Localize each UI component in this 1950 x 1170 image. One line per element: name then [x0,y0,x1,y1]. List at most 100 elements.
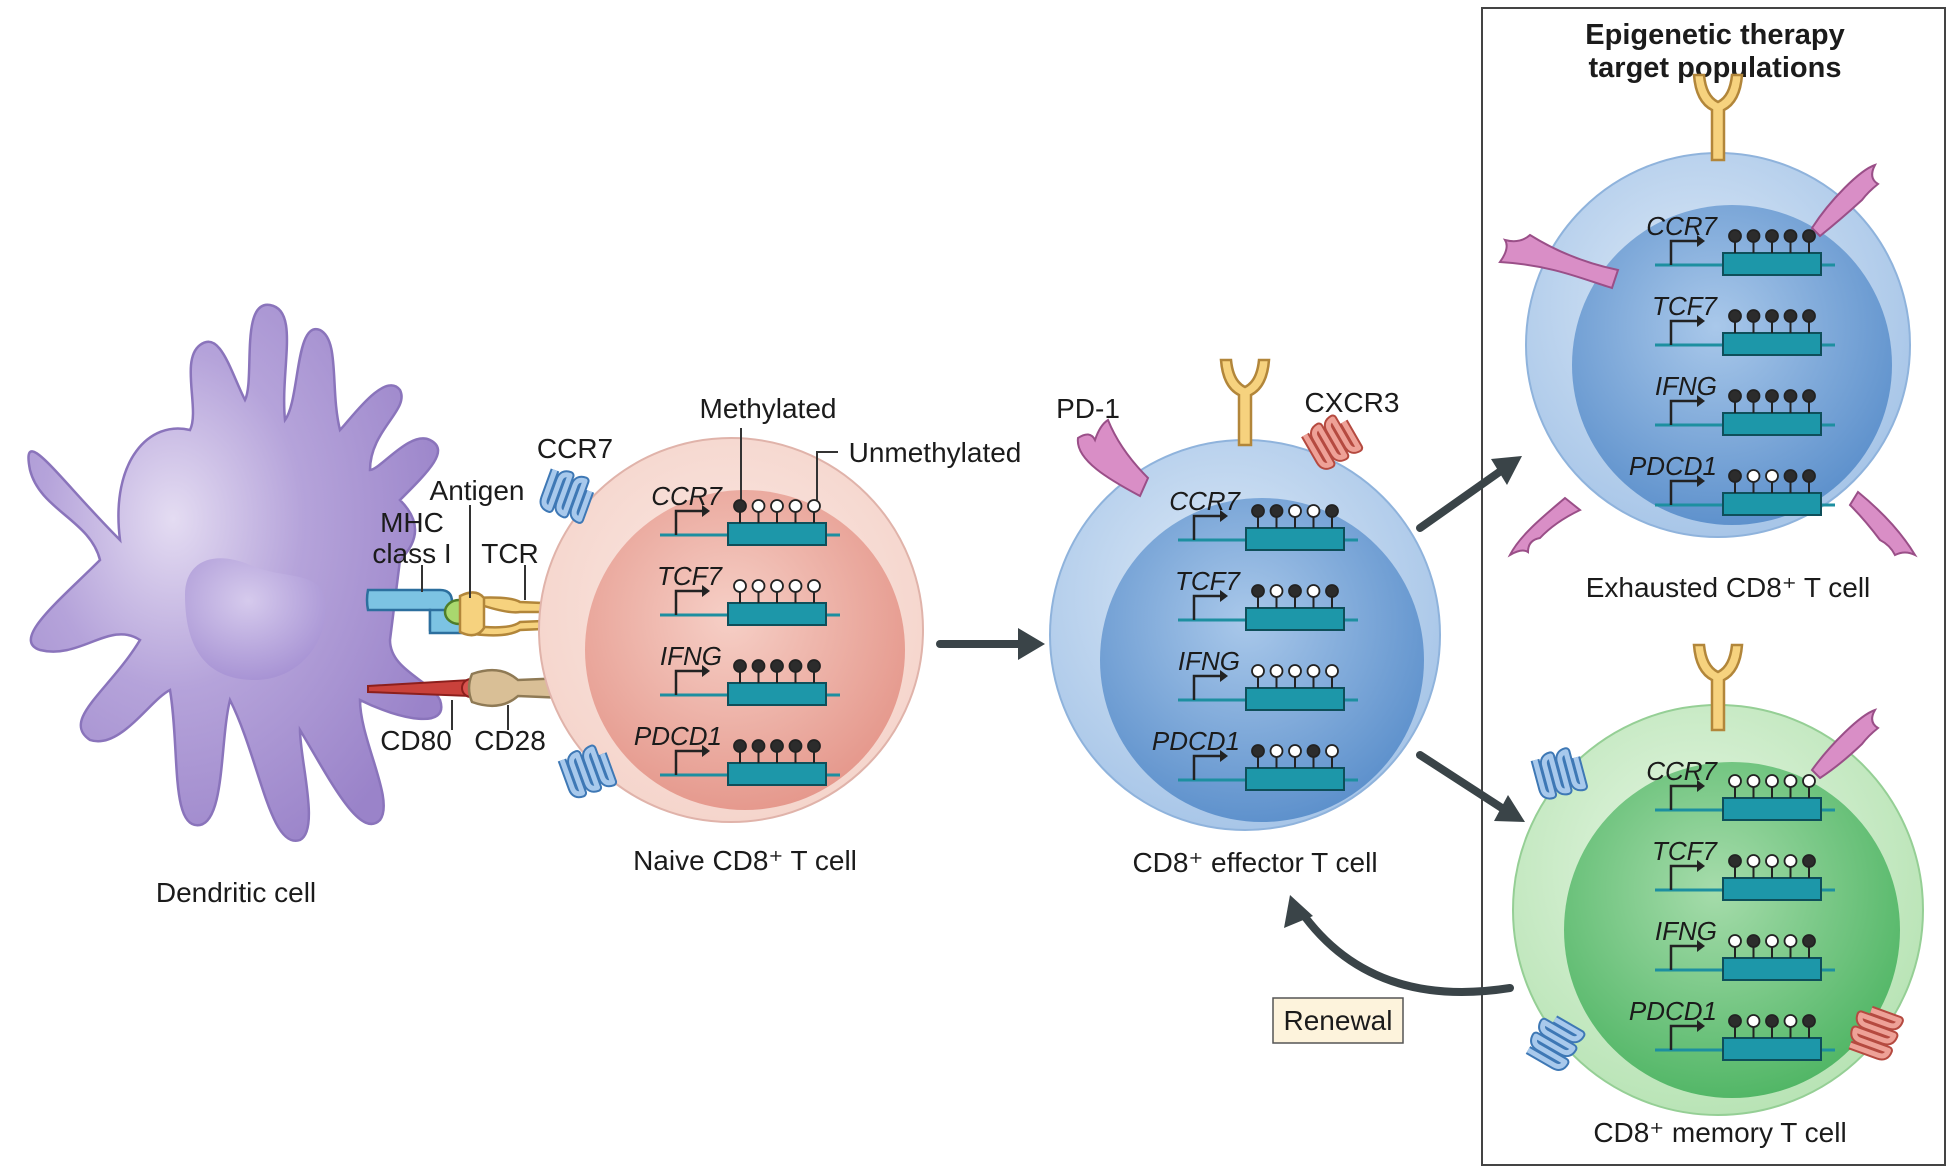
naive-cell-label: Naive CD8⁺ T cell [633,845,857,876]
unmethylated-cpg [1306,664,1321,678]
methylated-cpg [1325,584,1339,598]
gene-label: TCF7 [1652,836,1719,866]
pd1-label: PD-1 [1056,393,1120,424]
gene-box [1722,252,1822,276]
gene-box [727,522,827,546]
dendritic-cell-label: Dendritic cell [156,877,316,908]
methylated-cpg [1783,469,1798,483]
methylated-cpg [1765,1014,1779,1028]
label-leaders [421,505,526,730]
unmethylated-label: Unmethylated [849,437,1022,468]
unmethylated-cpg [1306,584,1321,598]
methylated-cpg [1783,389,1798,403]
promoter-arrow [1192,674,1226,700]
unmethylated-cpg [1765,774,1779,788]
gene-label: PDCD1 [634,721,722,751]
unmethylated-cpg [733,579,747,593]
unmethylated-cpg [751,499,766,513]
unmethylated-cpg [1746,469,1761,483]
gene-box [1722,1037,1822,1061]
methylated-cpg [1802,1014,1816,1028]
promoter-arrow [1192,594,1226,620]
panel-title-line1: Epigenetic therapy [1585,19,1844,51]
gene-label: IFNG [660,641,722,671]
naive-gene-pdcd1: PDCD1 [634,721,840,786]
promoter-arrowhead [1220,590,1228,602]
methylated-cpg [1728,309,1742,323]
promoter-arrow [1669,479,1703,505]
promoter-arrow [674,749,708,775]
unmethylated-cpg [807,499,821,513]
unmethylated-cpg [807,579,821,593]
methylated-cpg [1746,229,1761,243]
pd1-receptor-exhausted-bottom-right [1848,490,1918,558]
methylated-cpg [1765,389,1779,403]
promoter-arrowhead [1220,510,1228,522]
unmethylated-cpg [1746,1014,1761,1028]
methylated-cpg [1728,854,1742,868]
effector-gene-pdcd1: PDCD1 [1152,726,1358,791]
effector-cell-nucleus [1100,498,1424,822]
promoter-arrowhead [702,745,710,757]
memory-gene-ifng: IFNG [1655,916,1835,981]
arrow-renewal [1296,905,1514,996]
unmethylated-cpg [1783,774,1798,788]
effector-gene-tcf7: TCF7 [1175,566,1358,631]
methylated-label: Methylated [700,393,837,424]
gene-label: CCR7 [651,481,723,511]
gene-box [1722,492,1822,516]
methylated-cpg [1746,309,1761,323]
tcr-label: TCR [481,538,539,569]
unmethylated-cpg [770,579,784,593]
methylated-cpg [788,659,803,673]
exhausted-cell-nucleus [1572,205,1892,525]
gene-label: IFNG [1655,371,1717,401]
gene-box [1245,687,1345,711]
promoter-arrowhead [1697,860,1705,872]
unmethylated-cpg [1251,664,1265,678]
naive-gene-ccr7: CCR7 [651,481,840,546]
promoter-arrowhead [1697,395,1705,407]
methylated-cpg [1251,584,1265,598]
methylated-cpg [1746,389,1761,403]
tcr-receptor-effector [1219,358,1271,447]
unmethylated-cpg [788,499,803,513]
methylation-leaders [740,428,838,500]
gene-label: CCR7 [1169,486,1241,516]
promoter-arrow [1669,239,1703,265]
methylated-cpg [770,739,784,753]
exhausted-gene-ifng: IFNG [1655,371,1835,436]
unmethylated-cpg [1765,469,1779,483]
methylated-cpg [1306,744,1321,758]
promoter-arrowhead [702,505,710,517]
memory-cell-label: CD8⁺ memory T cell [1593,1117,1846,1148]
unmethylated-cpg [788,579,803,593]
unmethylated-cpg [1269,744,1284,758]
pd1-receptor-exhausted-left [1498,233,1620,290]
gene-label: CCR7 [1646,756,1718,786]
antigen-label: Antigen [430,475,525,506]
promoter-arrowhead [1220,670,1228,682]
arrow-heads [1018,456,1525,928]
gene-label: TCF7 [1175,566,1242,596]
unmethylated-cpg [1765,854,1779,868]
gene-label: CCR7 [1646,211,1718,241]
gene-label: PDCD1 [1152,726,1240,756]
methylated-cpg [1802,229,1816,243]
promoter-arrowhead [1697,235,1705,247]
cd80-label: CD80 [380,725,452,756]
exhausted-cell-label: Exhausted CD8⁺ T cell [1586,572,1871,603]
methylated-cpg [1728,469,1742,483]
promoter-arrow [1192,514,1226,540]
promoter-arrowhead [1697,1020,1705,1032]
methylated-cpg [1746,934,1761,948]
promoter-arrow [1669,399,1703,425]
methylated-cpg [1251,744,1265,758]
unmethylated-cpg [1746,854,1761,868]
methylated-cpg [1765,309,1779,323]
unmethylated-cpg [1765,934,1779,948]
promoter-arrow [1192,754,1226,780]
methylated-cpg [1325,504,1339,518]
unmethylated-cpg [1746,774,1761,788]
receptors [539,73,1918,1071]
